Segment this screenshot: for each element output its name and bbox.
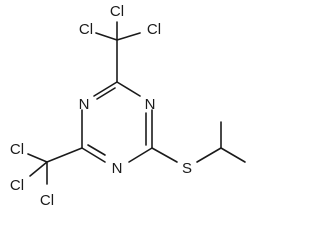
atom-n-bottom: N [112,160,123,177]
atom-labels: Cl Cl Cl N N N S Cl Cl Cl [10,3,192,209]
ring-bond-top-to-n-left [93,81,118,97]
bond-c-cl-upper-left [27,153,48,163]
upper-trichloromethyl-bonds [95,21,141,83]
bond-c-cl-top-right [116,32,141,41]
ring-bond-n-bottom-to-c-double [87,144,106,156]
atom-n-upper-right: N [145,96,156,113]
atom-cl-bottom-down: Cl [40,192,54,209]
ring-bond-top-to-n-left-double [96,87,116,100]
atom-cl-top: Cl [110,3,124,20]
triazine-ring-bonds [81,81,153,163]
bond-c-cl-top-left [95,32,118,41]
bond-ch-to-methyl-right [220,147,246,163]
ring-bond-c-to-n-bottom [128,147,153,163]
atom-n-upper-left: N [79,96,90,113]
ring-bond-n-bottom-to-c [81,147,106,163]
bond-ring-to-sulfur [151,147,178,163]
atom-cl-top-left: Cl [79,21,93,38]
isopropylthio-bonds [151,121,246,163]
triazine-structure-diagram: Cl Cl Cl N N N S Cl Cl Cl [10,3,246,209]
ring-bond-top-to-n-right [116,81,141,97]
bond-sulfur-to-ch [196,147,222,163]
bond-c-cl-lower-left [29,161,48,177]
lower-trichloromethyl-bonds [27,147,83,185]
atom-cl-bottom-lower-left: Cl [10,177,24,194]
atom-sulfur: S [182,160,192,177]
atom-cl-top-right: Cl [147,21,161,38]
atom-cl-bottom-upper-left: Cl [10,141,24,158]
bond-ring-to-ccl3-bottom [46,147,83,163]
